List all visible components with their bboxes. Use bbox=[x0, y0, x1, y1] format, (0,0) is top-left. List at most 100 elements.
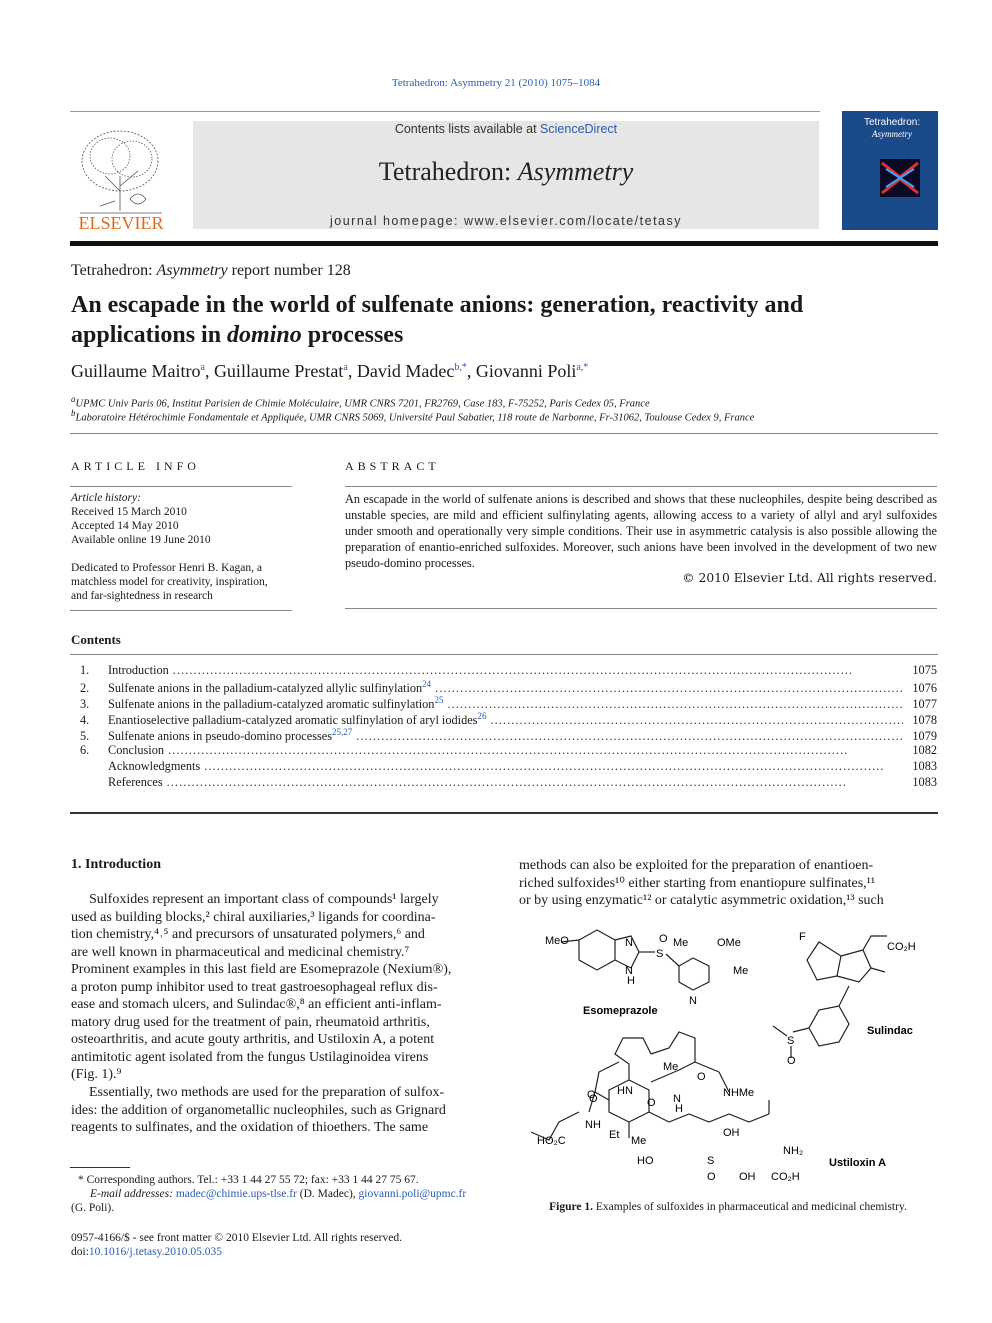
sciencedirect-link[interactable]: ScienceDirect bbox=[540, 122, 618, 136]
label-nh: NH bbox=[585, 1119, 601, 1131]
journal-banner bbox=[193, 121, 819, 229]
figure-caption: Figure 1. Examples of sulfoxides in phar… bbox=[549, 1201, 907, 1213]
label-me: Me bbox=[733, 965, 748, 977]
journal-citation[interactable]: Tetrahedron: Asymmetry 21 (2010) 1075–10… bbox=[391, 77, 601, 89]
elsevier-logo: ELSEVIER bbox=[79, 130, 164, 231]
footnote-rule bbox=[70, 1167, 130, 1168]
author-name: Giovanni Poli bbox=[475, 361, 577, 381]
label-oh: OH bbox=[739, 1171, 756, 1183]
report-number: Tetrahedron: Asymmetry report number 128 bbox=[71, 262, 351, 279]
email-link[interactable]: madec@chimie.ups-tlse.fr bbox=[175, 1188, 297, 1200]
sulindac-label: Sulindac bbox=[867, 1025, 913, 1037]
toc-item[interactable]: 2.Sulfenate anions in the palladium-cata… bbox=[80, 679, 937, 695]
toc-item[interactable]: 4.Enantioselective palladium-catalyzed a… bbox=[80, 711, 937, 727]
intro-paragraph-right: methods can also be exploited for the pr… bbox=[519, 858, 884, 908]
divider bbox=[70, 433, 938, 434]
affiliation-a: aUPMC Univ Paris 06, Institut Parisien d… bbox=[71, 394, 650, 410]
email-link[interactable]: giovanni.poli@upmc.fr bbox=[358, 1188, 467, 1200]
toc-item[interactable]: 3.Sulfenate anions in the palladium-cata… bbox=[80, 695, 937, 711]
label-nh2: NH₂ bbox=[783, 1145, 803, 1157]
intro-paragraph-2: Essentially, two methods are used for th… bbox=[71, 1085, 446, 1135]
divider bbox=[70, 654, 938, 655]
journal-title: Tetrahedron: Asymmetry bbox=[378, 157, 634, 186]
label-me: Me bbox=[631, 1135, 646, 1147]
contents-heading: Contents bbox=[71, 632, 121, 647]
footnote-emails-cont: (G. Poli). bbox=[71, 1202, 115, 1214]
label-oh: OH bbox=[723, 1127, 740, 1139]
label-meo: MeO bbox=[545, 935, 569, 947]
divider bbox=[345, 608, 937, 609]
label-n: N bbox=[625, 965, 633, 977]
divider bbox=[345, 486, 937, 487]
header-top-rule bbox=[70, 111, 820, 112]
label-co2h: CO₂H bbox=[887, 941, 916, 953]
cover-graphic bbox=[880, 159, 920, 197]
affiliation-b: bLaboratoire Hétérochimie Fondamentale e… bbox=[71, 408, 755, 424]
label-h: H bbox=[627, 975, 635, 987]
toc-item[interactable]: Acknowledgments1083 bbox=[80, 759, 937, 775]
author-list: Guillaume Maitroa, Guillaume Prestata, D… bbox=[71, 361, 589, 381]
author-affil[interactable]: a,* bbox=[576, 362, 589, 373]
divider bbox=[70, 486, 292, 487]
label-f: F bbox=[799, 931, 806, 943]
cover-subtitle: Asymmetry bbox=[872, 129, 912, 139]
label-o: O bbox=[697, 1071, 706, 1083]
label-et: Et bbox=[609, 1129, 619, 1141]
label-h: H bbox=[675, 1103, 683, 1115]
toc-item[interactable]: 1.Introduction1075 bbox=[80, 663, 937, 679]
label-o: O bbox=[659, 933, 668, 945]
issn-line: 0957-4166/$ - see front matter © 2010 El… bbox=[71, 1232, 402, 1244]
title-line-2: applications in domino processes bbox=[71, 322, 404, 348]
label-s: S bbox=[656, 948, 663, 960]
label-o: O bbox=[787, 1055, 796, 1067]
author-name: Guillaume Prestat bbox=[213, 361, 344, 381]
footnote-emails: E-mail addresses: madec@chimie.ups-tlse.… bbox=[90, 1188, 467, 1200]
label-o: O bbox=[587, 1089, 596, 1101]
toc-item[interactable]: 5.Sulfenate anions in pseudo-domino proc… bbox=[80, 727, 937, 743]
article-history: Article history: Received 15 March 2010 … bbox=[71, 492, 268, 602]
article-title: An escapade in the world of sulfenate an… bbox=[71, 290, 931, 350]
label-s: S bbox=[707, 1155, 714, 1167]
label-ome: OMe bbox=[717, 937, 741, 949]
author-affil[interactable]: b,* bbox=[454, 362, 467, 373]
article-info-heading: ARTICLE INFO bbox=[71, 459, 200, 473]
toc-item[interactable]: References1083 bbox=[80, 775, 937, 791]
copyright: © 2010 Elsevier Ltd. All rights reserved… bbox=[682, 571, 937, 585]
label-s: S bbox=[787, 1035, 794, 1047]
label-ho: HO bbox=[637, 1155, 654, 1167]
abstract-heading: ABSTRACT bbox=[345, 459, 440, 473]
label-ho2c: HO₂C bbox=[537, 1135, 566, 1147]
label-n: N bbox=[673, 1093, 681, 1105]
elsevier-wordmark: ELSEVIER bbox=[79, 213, 164, 231]
label-hn: HN bbox=[617, 1085, 633, 1097]
label-o: O bbox=[647, 1097, 656, 1109]
author-name: David Madec bbox=[356, 361, 455, 381]
label-me: Me bbox=[673, 937, 688, 949]
label-co2h: CO₂H bbox=[771, 1171, 800, 1183]
divider bbox=[70, 812, 938, 814]
figure-1-structures: MeO N N H S O Me OMe Me N Esomeprazole F… bbox=[530, 929, 916, 1183]
section-heading: 1. Introduction bbox=[71, 857, 161, 872]
cover-title: Tetrahedron: bbox=[864, 117, 921, 128]
header-bottom-rule bbox=[70, 241, 938, 246]
author-affil[interactable]: a bbox=[343, 362, 348, 373]
label-n: N bbox=[625, 937, 633, 949]
footnote-corresponding: * Corresponding authors. Tel.: +33 1 44 … bbox=[78, 1174, 419, 1186]
label-nhme: NHMe bbox=[723, 1087, 754, 1099]
ustiloxin-label: Ustiloxin A bbox=[829, 1157, 886, 1169]
intro-paragraph-1: Sulfoxides represent an important class … bbox=[71, 892, 452, 1082]
author-affil[interactable]: a bbox=[200, 362, 205, 373]
author-name: Guillaume Maitro bbox=[71, 361, 201, 381]
esomeprazole-label: Esomeprazole bbox=[583, 1005, 658, 1017]
divider bbox=[70, 610, 292, 611]
label-me: Me bbox=[663, 1061, 678, 1073]
contents-available: Contents lists available at ScienceDirec… bbox=[394, 122, 618, 136]
toc-item[interactable]: 6.Conclusion1082 bbox=[80, 743, 937, 759]
label-o: O bbox=[589, 1093, 598, 1105]
abstract-text: An escapade in the world of sulfenate an… bbox=[345, 492, 937, 570]
journal-cover: Tetrahedron: Asymmetry bbox=[842, 111, 938, 230]
label-n: N bbox=[689, 995, 697, 1007]
title-line-1: An escapade in the world of sulfenate an… bbox=[71, 292, 804, 318]
journal-homepage[interactable]: journal homepage: www.elsevier.com/locat… bbox=[329, 214, 682, 228]
doi-link[interactable]: 10.1016/j.tetasy.2010.05.035 bbox=[88, 1246, 222, 1258]
